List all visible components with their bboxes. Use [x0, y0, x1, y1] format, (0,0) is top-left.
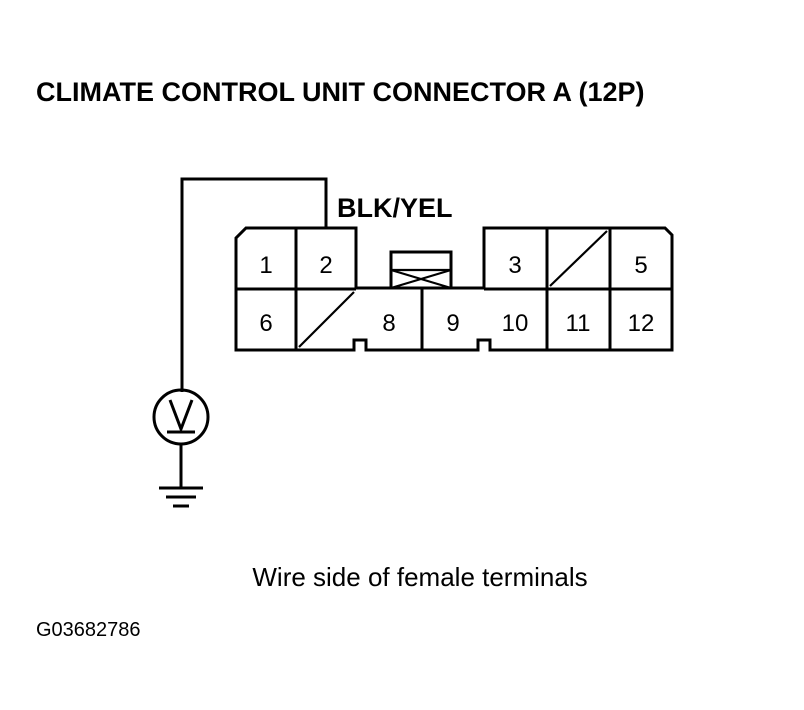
ground-icon: [159, 444, 203, 508]
terminal-12: 12: [628, 310, 655, 337]
terminal-9: 9: [446, 310, 459, 337]
figure-code: G03682786: [36, 619, 141, 641]
probe-wire: [180, 177, 328, 392]
terminal-6: 6: [259, 310, 272, 337]
terminal-2: 2: [319, 252, 332, 279]
lock-tab-icon: [389, 250, 453, 290]
unused-cavity-4: [549, 230, 608, 287]
wire-color-label: BLK/YEL: [337, 193, 453, 223]
connector-housing: [234, 226, 674, 352]
terminal-10: 10: [502, 310, 529, 337]
terminal-8: 8: [382, 310, 395, 337]
terminal-1: 1: [259, 252, 272, 279]
terminal-3: 3: [508, 252, 521, 279]
diagram-caption: Wire side of female terminals: [252, 562, 587, 592]
terminal-11: 11: [566, 310, 591, 337]
diagram-title: CLIMATE CONTROL UNIT CONNECTOR A (12P): [36, 77, 645, 107]
unused-cavity-7: [298, 291, 355, 348]
terminal-5: 5: [634, 252, 647, 279]
voltmeter-icon: [152, 388, 210, 446]
